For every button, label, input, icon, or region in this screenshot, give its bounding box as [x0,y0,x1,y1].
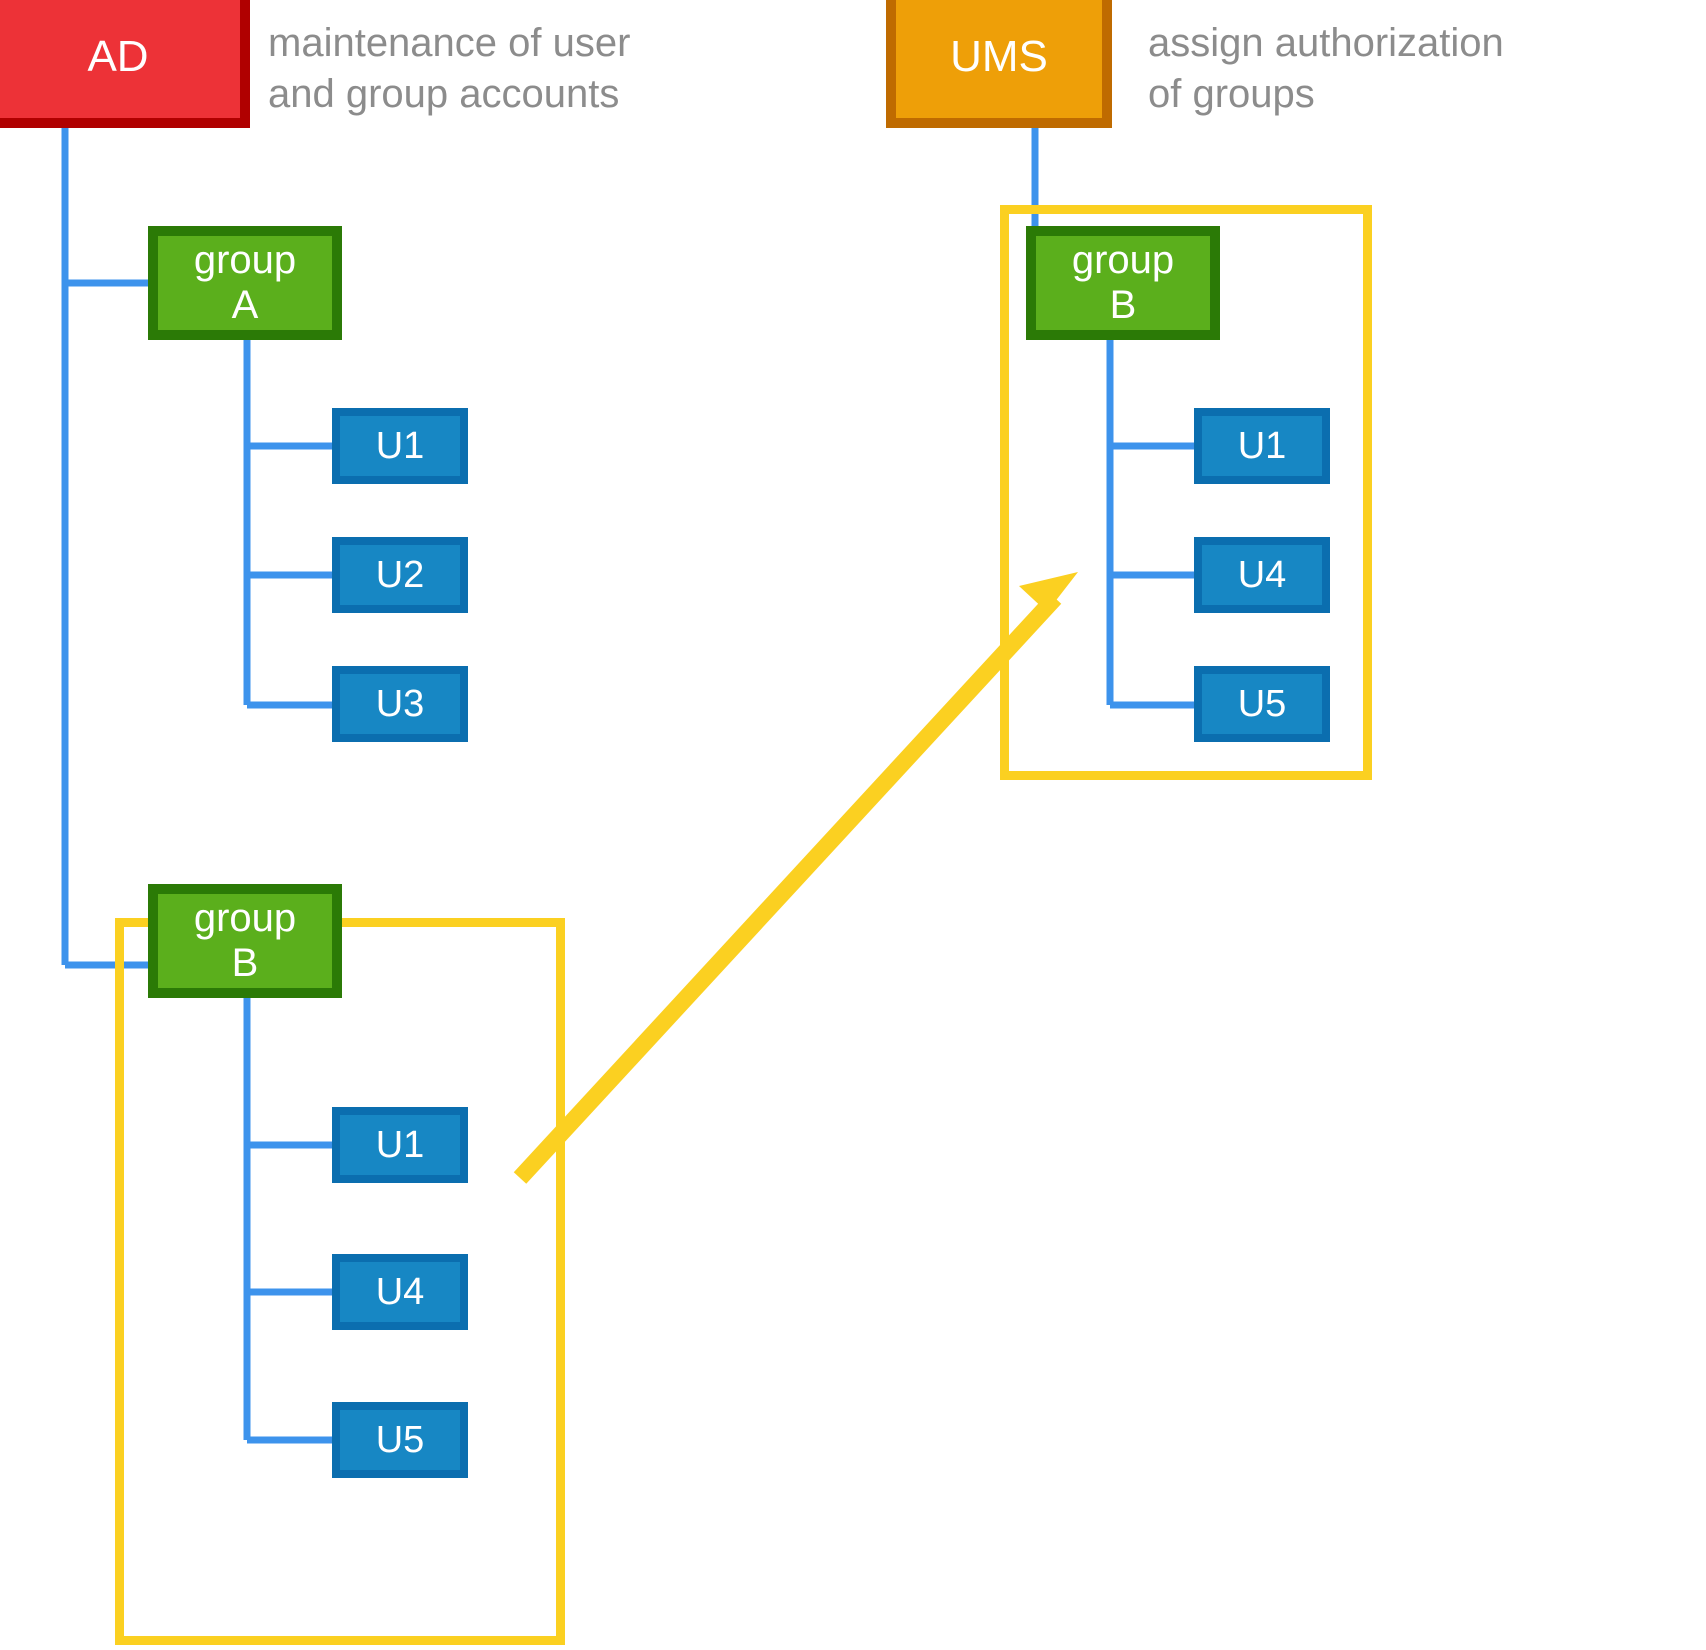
node-ad-group-a-user-u2[interactable]: U2 [332,537,468,613]
node-ad-group-b-user-u1[interactable]: U1 [332,1107,468,1183]
group-b-mapping-arrow [513,572,1078,1184]
node-ad-group-a-user-u3[interactable]: U3 [332,666,468,742]
node-ums-group-b[interactable]: group B [1026,226,1220,340]
node-ums-group-b-user-u5[interactable]: U5 [1194,666,1330,742]
node-ums[interactable]: UMS [886,0,1112,128]
node-ums-group-b-user-u1[interactable]: U1 [1194,408,1330,484]
node-ad-group-b-user-u4[interactable]: U4 [332,1254,468,1330]
node-ad-group-b-user-u5[interactable]: U5 [332,1402,468,1478]
node-ad[interactable]: AD [0,0,250,128]
node-ums-group-b-user-u4[interactable]: U4 [1194,537,1330,613]
node-ad-group-a[interactable]: group A [148,226,342,340]
node-ad-group-a-user-u1[interactable]: U1 [332,408,468,484]
ums-caption: assign authorization of groups [1148,21,1504,117]
ums-group-b-container[interactable] [1000,205,1372,780]
node-ad-group-b[interactable]: group B [148,884,342,998]
ad-caption: maintenance of user and group accounts [268,21,631,117]
